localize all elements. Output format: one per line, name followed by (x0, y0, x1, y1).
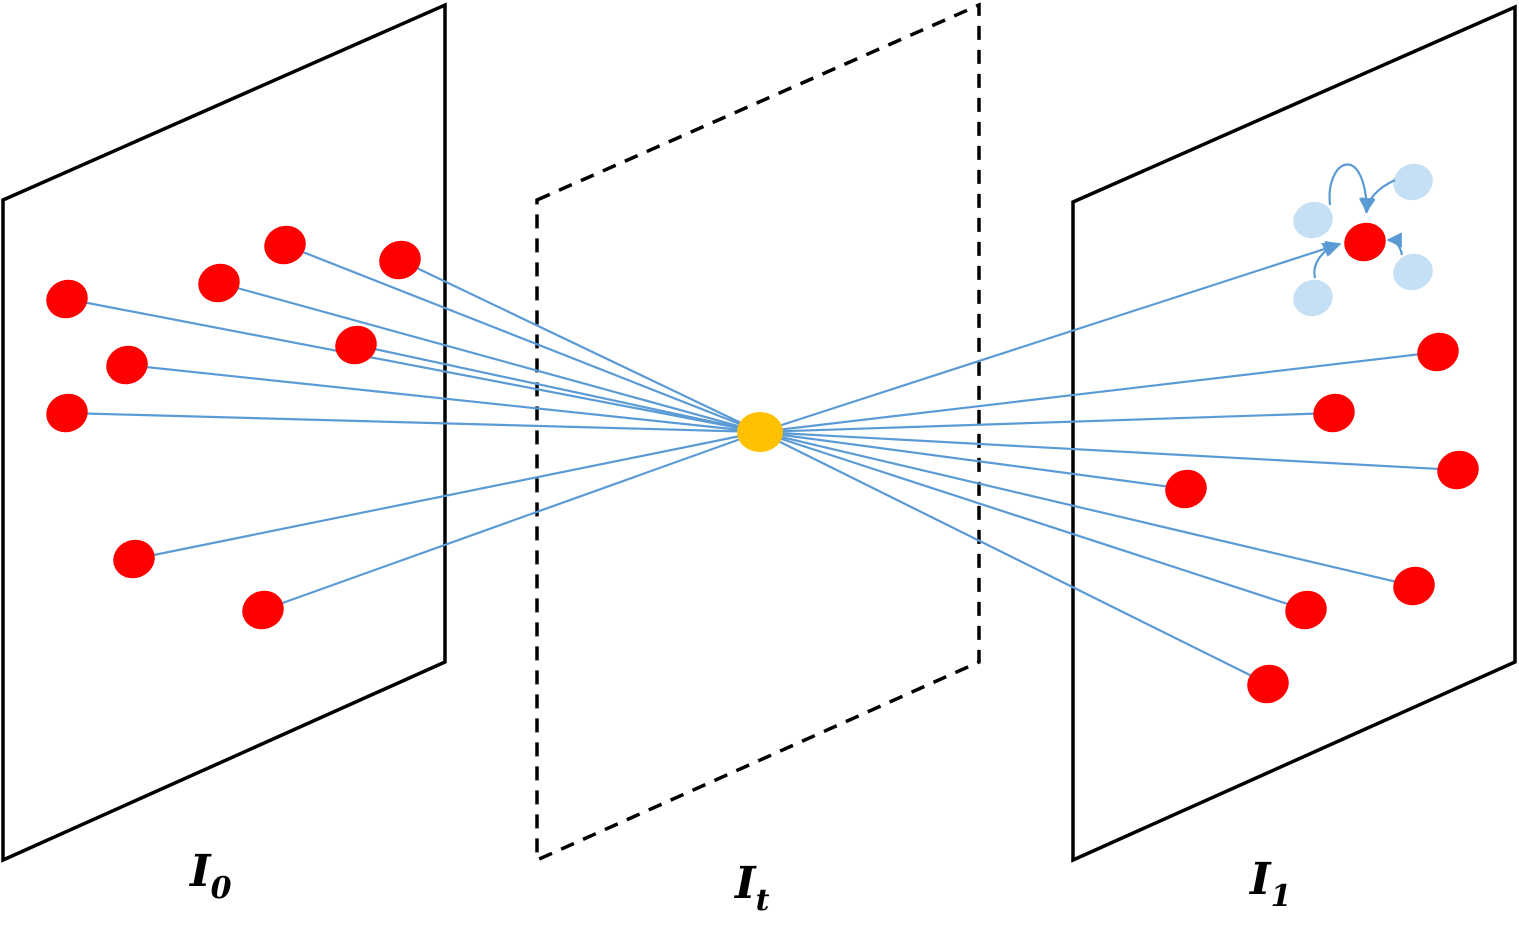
i1-pixel-point-5 (1393, 566, 1435, 606)
frame-i1-label: I1 (1250, 854, 1292, 914)
i1-pixel-point-0 (1344, 222, 1386, 262)
ray-i0-4 (355, 343, 761, 434)
i0-pixel-point-1 (379, 240, 421, 280)
neighbor-layer (1293, 163, 1433, 317)
i1-pixel-point-7 (1247, 664, 1289, 704)
i0-pixel-point-2 (198, 263, 240, 303)
frame-i1-plane (1071, 4, 1517, 863)
frame-i0-label: I0 (190, 846, 232, 906)
frame-i0-plane (1, 2, 447, 863)
i1-pixel-point-6 (1285, 590, 1327, 630)
i0-pixel-point-6 (46, 393, 88, 433)
ray-i1-0 (759, 240, 1342, 434)
i0-pixel-point-7 (113, 539, 155, 579)
ray-i0-1 (399, 259, 761, 433)
i1-pixel-point-1 (1417, 332, 1459, 372)
rays-layer (66, 240, 1459, 685)
i0-pixel-point-3 (46, 279, 88, 319)
neighbor-point-3 (1293, 279, 1333, 317)
ray-i0-2 (218, 281, 761, 434)
neighbor-arrow-upper-left (1328, 163, 1375, 214)
ray-i1-7 (759, 431, 1269, 685)
ray-i1-3 (759, 430, 1459, 472)
ray-i0-7 (133, 430, 761, 561)
ray-i0-5 (126, 363, 761, 434)
neighbor-arrow-upper-right (1360, 179, 1396, 214)
neighbor-point-1 (1293, 201, 1333, 239)
i0-pixel-point-4 (335, 325, 377, 365)
ray-i0-0 (284, 243, 761, 434)
ray-i1-1 (759, 350, 1439, 434)
ray-i0-3 (66, 297, 761, 434)
neighbor-point-0 (1393, 163, 1433, 201)
i1-pixel-point-4 (1165, 469, 1207, 509)
ray-i1-5 (759, 430, 1415, 588)
ray-i1-4 (759, 430, 1187, 491)
i0-pixel-point-5 (106, 345, 148, 385)
ray-i0-6 (66, 411, 761, 434)
it-target-point (737, 412, 783, 452)
ray-i1-6 (759, 430, 1307, 612)
neighbor-point-2 (1393, 253, 1433, 291)
i0-pixel-point-8 (242, 590, 284, 630)
ray-i0-8 (262, 430, 761, 612)
frame-it-plane (535, 2, 981, 863)
neighbor-arrow-lower-left (1313, 242, 1339, 279)
i1-pixel-point-3 (1437, 450, 1479, 490)
neighbor-arrow-lower-right (1386, 232, 1404, 256)
i1-pixel-point-2 (1313, 393, 1355, 433)
ray-i1-2 (759, 411, 1335, 434)
i0-pixel-point-0 (264, 225, 306, 265)
frame-it-label: It (735, 858, 770, 918)
points-layer (46, 222, 1479, 704)
